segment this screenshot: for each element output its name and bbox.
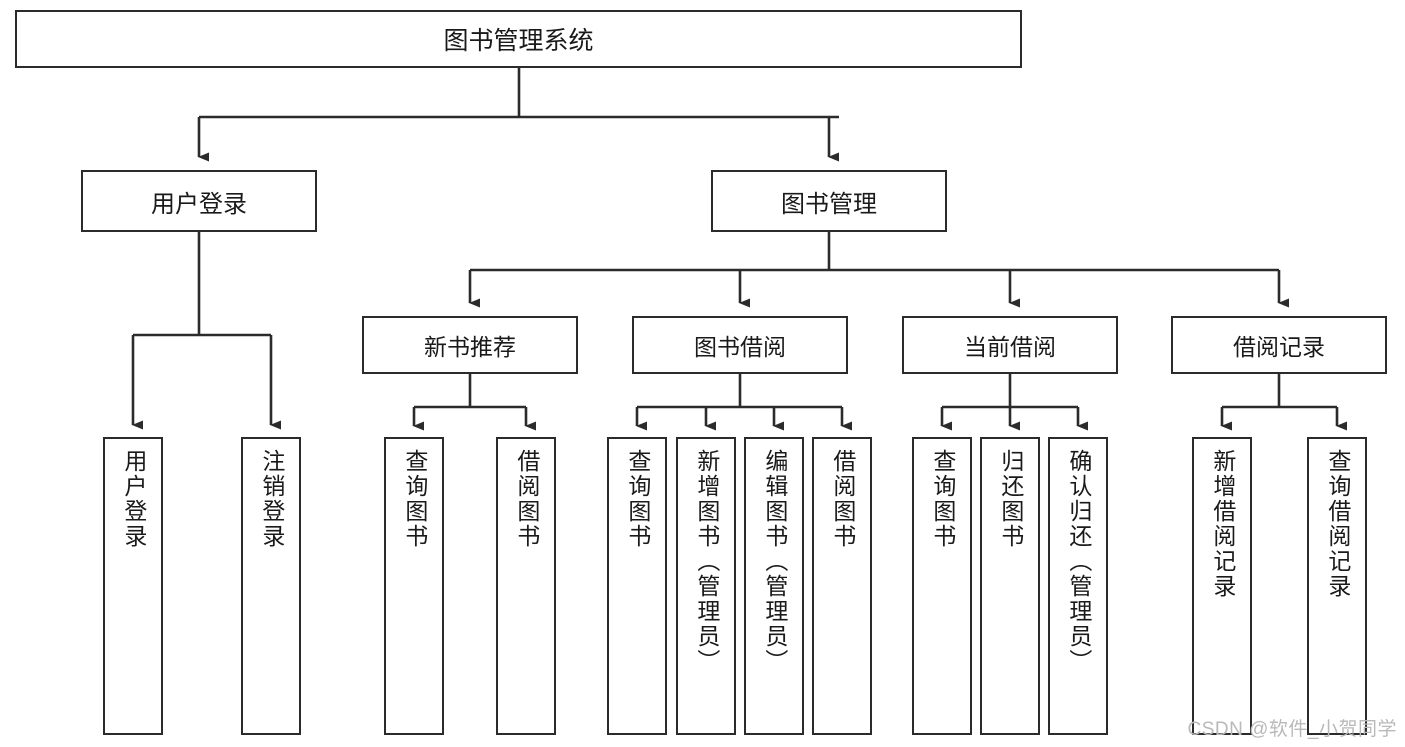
node-book-borrow[interactable]: 图书借阅	[632, 316, 848, 374]
leaf-label: 新增图书（管理员）	[693, 449, 720, 674]
node-label: 新书推荐	[424, 334, 516, 360]
leaf-borrow-book[interactable]: 借阅图书	[812, 437, 872, 735]
leaf-user-login[interactable]: 用户登录	[103, 437, 163, 735]
leaf-query-borrow-record[interactable]: 查询借阅记录	[1307, 437, 1367, 735]
leaf-label: 查询借阅记录	[1324, 449, 1351, 599]
leaf-label: 借阅图书	[829, 449, 856, 549]
node-label: 图书管理	[781, 190, 877, 218]
node-label: 借阅记录	[1233, 334, 1325, 360]
leaf-label: 归还图书	[997, 449, 1024, 549]
node-label: 图书管理系统	[443, 27, 594, 55]
node-borrow-record[interactable]: 借阅记录	[1171, 316, 1387, 374]
leaf-label: 借阅图书	[513, 449, 540, 549]
leaf-label: 查询图书	[401, 449, 428, 549]
node-label: 图书借阅	[694, 334, 786, 360]
node-label: 用户登录	[151, 190, 247, 218]
node-current-borrow[interactable]: 当前借阅	[902, 316, 1118, 374]
node-label: 当前借阅	[964, 334, 1056, 360]
leaf-query-book-recommend[interactable]: 查询图书	[384, 437, 444, 735]
leaf-label: 编辑图书（管理员）	[761, 449, 788, 674]
watermark: CSDN @软件_小贺同学	[1187, 719, 1397, 740]
node-new-book-recommend[interactable]: 新书推荐	[362, 316, 578, 374]
leaf-label: 注销登录	[258, 449, 285, 549]
leaf-borrow-book-recommend[interactable]: 借阅图书	[496, 437, 556, 735]
leaf-confirm-return-admin[interactable]: 确认归还（管理员）	[1048, 437, 1108, 735]
node-book-management[interactable]: 图书管理	[711, 170, 947, 232]
leaf-query-book-current[interactable]: 查询图书	[912, 437, 972, 735]
node-root-system[interactable]: 图书管理系统	[15, 10, 1022, 68]
leaf-return-book[interactable]: 归还图书	[980, 437, 1040, 735]
leaf-label: 查询图书	[929, 449, 956, 549]
leaf-label: 新增借阅记录	[1209, 449, 1236, 599]
node-user-login[interactable]: 用户登录	[81, 170, 317, 232]
leaf-label: 查询图书	[624, 449, 651, 549]
leaf-edit-book-admin[interactable]: 编辑图书（管理员）	[744, 437, 804, 735]
leaf-logout-login[interactable]: 注销登录	[241, 437, 301, 735]
leaf-add-book-admin[interactable]: 新增图书（管理员）	[676, 437, 736, 735]
leaf-label: 用户登录	[120, 449, 147, 549]
leaf-add-borrow-record[interactable]: 新增借阅记录	[1192, 437, 1252, 735]
leaf-label: 确认归还（管理员）	[1065, 449, 1092, 674]
leaf-query-book-borrow[interactable]: 查询图书	[607, 437, 667, 735]
